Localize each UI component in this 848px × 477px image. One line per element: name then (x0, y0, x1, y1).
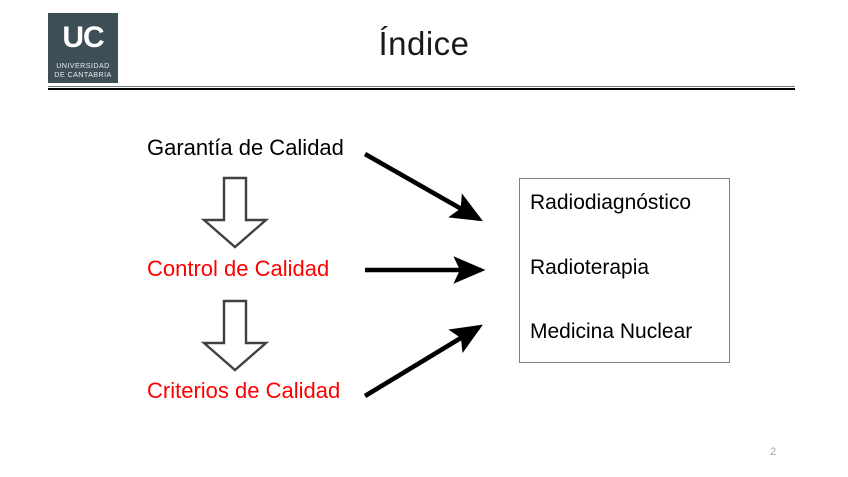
logo-university-name: UNIVERSIDAD DE CANTABRIA (54, 61, 111, 79)
down-block-arrow-icon (200, 176, 270, 249)
flow-step-garantia-de-calidad: Garantía de Calidad (147, 135, 344, 160)
arrow-garantia-to-radiodiagnostico (363, 152, 483, 222)
divider-thick-rule (48, 88, 795, 90)
modality-item-medicina-nuclear: Medicina Nuclear (530, 320, 693, 343)
flow-step-criterios-de-calidad: Criterios de Calidad (147, 378, 341, 403)
page-title: Índice (378, 25, 470, 62)
arrow-criterios-to-medicina-nuclear (363, 324, 483, 398)
header-divider (48, 86, 795, 91)
modality-box: Radiodiagnóstico Radioterapia Medicina N… (519, 178, 730, 363)
flow-step-control-de-calidad: Control de Calidad (147, 256, 330, 281)
university-logo: UC UNIVERSIDAD DE CANTABRIA (48, 13, 118, 83)
logo-university-line2: DE CANTABRIA (54, 70, 112, 79)
modality-item-radioterapia: Radioterapia (530, 256, 650, 279)
logo-uc-mark: UC (62, 21, 104, 54)
divider-thin-rule (48, 86, 795, 87)
modality-item-radiodiagnostico: Radiodiagnóstico (530, 191, 692, 214)
down-block-arrow-icon (200, 299, 270, 372)
logo-university-line1: UNIVERSIDAD (56, 61, 110, 70)
page-number: 2 (770, 446, 777, 458)
